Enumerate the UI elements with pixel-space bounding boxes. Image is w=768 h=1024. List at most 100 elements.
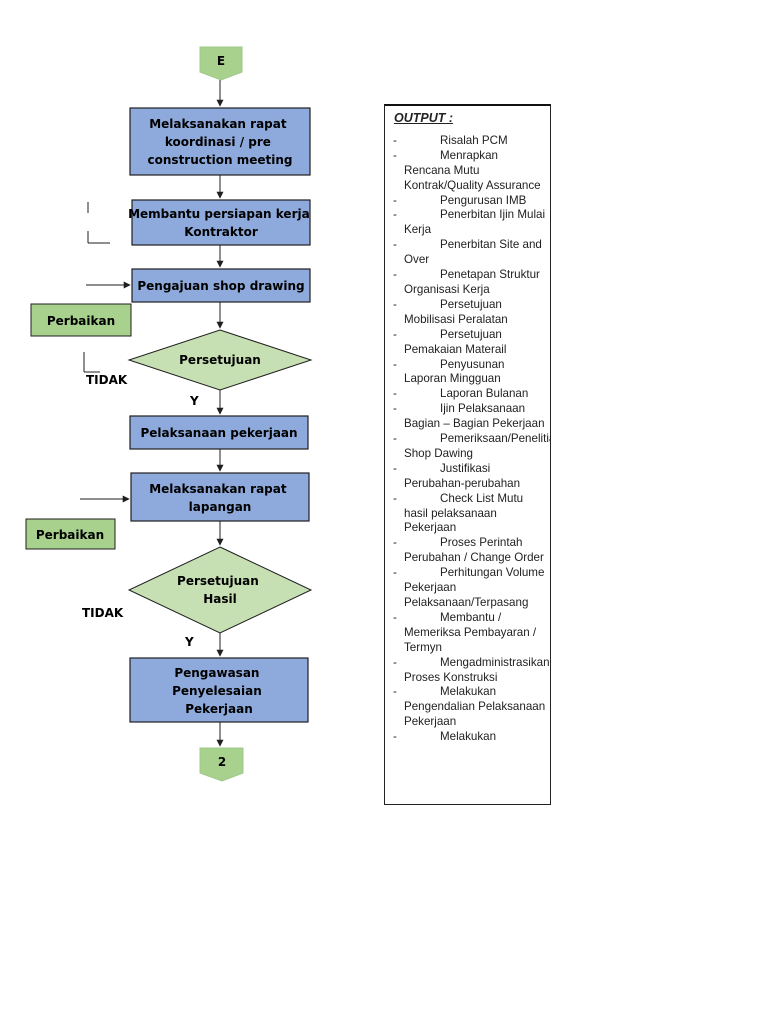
output-item-bullet: - — [393, 387, 397, 401]
start-connector-shape — [199, 46, 243, 81]
decision-persetujuan-hasil: Persetujuan Hasil — [127, 546, 313, 634]
output-item: -Proses Perintah Perubahan / Change Orde… — [393, 536, 546, 566]
start-connector-label: E — [217, 54, 225, 68]
tidak-label-2: TIDAK — [82, 606, 124, 620]
svg-text:Pengawasan Penyelesaian: Pengawasan Penyelesaian Pekerjaan — [172, 666, 266, 716]
output-item: -Mengadministrasikan Proses Konstruksi — [393, 655, 550, 686]
output-item-text: Membantu / Memeriksa Pembayaran / Termyn — [404, 610, 537, 654]
output-title: OUTPUT : — [394, 111, 454, 125]
output-item-text: Pemeriksaan/Penelitian Shop Dawing — [404, 432, 551, 460]
output-list: - Risalah PCM-Menrapkan Rencana Mutu Kont… — [393, 133, 550, 745]
output-item-text: Persetujuan Mobilisasi Peralatan — [404, 297, 508, 326]
svg-text:Melaksanakan rapat koord: Melaksanakan rapat koordinasi / pre cons… — [148, 117, 293, 167]
svg-text:Melaksanakan rapat lapan: Melaksanakan rapat lapangan — [149, 482, 291, 514]
output-item-bullet: - — [393, 402, 397, 416]
output-item: -Penerbitan Site and Over — [393, 238, 546, 268]
ya-label-1: Y — [189, 394, 199, 408]
output-item: -Melakukan Pengendalian Pelaksanaan Peke… — [393, 685, 546, 730]
output-item: -Menrapkan Rencana Mutu Kontrak/Quality … — [393, 148, 546, 194]
output-item-text: Justifikasi Perubahan-perubahan — [404, 461, 521, 490]
decision-persetujuan: Persetujuan — [127, 329, 313, 391]
output-item-text: Ijin Pelaksanaan Bagian – Bagian Pekerja… — [404, 402, 545, 431]
output-item: -Ijin Pelaksanaan Bagian – Bagian Pekerj… — [393, 402, 546, 432]
start-connector: E — [199, 46, 243, 81]
step-rapat-koordinasi-box — [129, 107, 311, 176]
output-item: -Persetujuan Mobilisasi Peralatan — [393, 297, 546, 328]
output-item: -Perhitungan Volume Pekerjaan Pelaksanaa… — [393, 566, 546, 611]
decision-persetujuan-label: Persetujuan — [179, 353, 261, 367]
output-item-text: Risalah PCM — [440, 133, 508, 147]
tidak-label-1: TIDAK — [86, 373, 128, 387]
output-panel: OUTPUT : - Risalah PCM-Menrapkan Rencana … — [384, 104, 551, 805]
output-item-bullet: - — [393, 461, 397, 475]
output-item: -Membantu / Memeriksa Pembayaran / Termy… — [393, 610, 546, 656]
output-item-text: Perhitungan Volume Pekerjaan Pelaksanaan… — [404, 566, 545, 609]
output-item-bullet: - — [393, 610, 397, 624]
perbaikan-box-1: Perbaikan — [30, 303, 132, 337]
step-persiapan-kerja-box — [131, 199, 311, 246]
output-item-bullet: - — [393, 432, 397, 446]
step-pengawasan-line-3: Pekerjaan — [185, 702, 253, 716]
output-item: -Penyusunan Laporan Mingguan — [393, 357, 546, 388]
step-rapat-koordinasi-line-1: Melaksanakan rapat — [149, 117, 287, 131]
decision-persetujuan-hasil-line-1: Persetujuan — [177, 574, 259, 588]
flow-arrows — [80, 80, 224, 747]
step-shop-drawing: Pengajuan shop drawing — [131, 268, 311, 303]
output-item: -Persetujuan Pemakaian Materail — [393, 327, 546, 358]
output-item-bullet: - — [393, 297, 397, 311]
perbaikan-box-2: Perbaikan — [25, 518, 116, 550]
output-item-bullet: - — [393, 327, 397, 341]
output-item-bullet: - — [393, 357, 397, 371]
step-pengawasan-box — [129, 657, 309, 723]
decision-persetujuan-hasil-line-2: Hasil — [203, 592, 237, 606]
step-pengawasan: Pengawasan Penyelesaian Pekerjaan — [129, 657, 309, 723]
output-item-bullet: - — [393, 193, 397, 207]
step-pengawasan-line-2: Penyelesaian — [172, 684, 262, 698]
step-shop-drawing-box — [131, 268, 311, 303]
output-item: - Melakukan — [393, 730, 546, 745]
step-pelaksanaan: Pelaksanaan pekerjaan — [129, 415, 309, 450]
step-rapat-koordinasi-line-3: construction meeting — [148, 153, 293, 167]
output-item-text: Penerbitan Ijin Mulai Kerja — [404, 208, 546, 237]
step-shop-drawing-label: Pengajuan shop drawing — [137, 279, 304, 293]
decision-persetujuan-shape — [127, 329, 313, 391]
output-item-text: Penerbitan Site and Over — [404, 238, 542, 267]
output-item: - Laporan Bulanan — [393, 387, 546, 402]
output-item-bullet: - — [393, 655, 397, 669]
output-item-text: Melakukan — [440, 730, 497, 744]
output-item-text: Mengadministrasikan Proses Konstruksi — [404, 655, 550, 684]
step-rapat-lapangan: Melaksanakan rapat lapangan — [130, 472, 310, 522]
output-item-bullet: - — [393, 685, 397, 699]
output-item: -Penetapan Struktur Organisasi Kerja — [393, 268, 546, 298]
output-item-bullet: - — [393, 491, 397, 505]
step-pelaksanaan-label: Pelaksanaan pekerjaan — [140, 426, 297, 440]
output-item-text: Proses Perintah Perubahan / Change Order — [404, 536, 544, 565]
step-persiapan-kerja-line-1: Membantu persiapan kerja — [128, 207, 310, 221]
output-item-bullet: - — [393, 536, 397, 550]
end-connector: 2 — [199, 747, 244, 782]
perbaikan-label-2: Perbaikan — [36, 528, 104, 542]
svg-text:Membantu persiapan kerja: Membantu persiapan kerja Kontraktor — [128, 207, 314, 239]
output-item-bullet: - — [393, 566, 397, 580]
end-connector-shape — [199, 747, 244, 782]
step-rapat-lapangan-line-2: lapangan — [189, 500, 252, 514]
output-item-text: Laporan Bulanan — [440, 387, 529, 401]
step-rapat-koordinasi: Melaksanakan rapat koordinasi / pre cons… — [129, 107, 311, 176]
step-rapat-koordinasi-line-2: koordinasi / pre — [165, 135, 271, 149]
output-item-text: Melakukan Pengendalian Pelaksanaan Peker… — [404, 685, 546, 729]
output-item: -Check List Mutu hasil pelaksanaan Peker… — [393, 491, 546, 537]
step-pelaksanaan-box — [129, 415, 309, 450]
output-item-bullet: - — [393, 268, 397, 282]
output-item-text: Check List Mutu hasil pelaksanaan Pekerj… — [404, 491, 524, 535]
decision-persetujuan-hasil-shape — [127, 546, 313, 634]
step-persiapan-kerja: Membantu persiapan kerja Kontraktor — [128, 199, 314, 246]
step-persiapan-kerja-line-2: Kontraktor — [184, 225, 258, 239]
output-item-bullet: - — [393, 133, 397, 147]
output-item: -Justifikasi Perubahan-perubahan — [393, 461, 546, 492]
output-item-bullet: - — [393, 730, 397, 744]
output-item-bullet: - — [393, 148, 397, 162]
output-item: - Risalah PCM — [393, 133, 546, 149]
output-item-bullet: - — [393, 238, 397, 252]
perbaikan-label-1: Perbaikan — [47, 314, 115, 328]
